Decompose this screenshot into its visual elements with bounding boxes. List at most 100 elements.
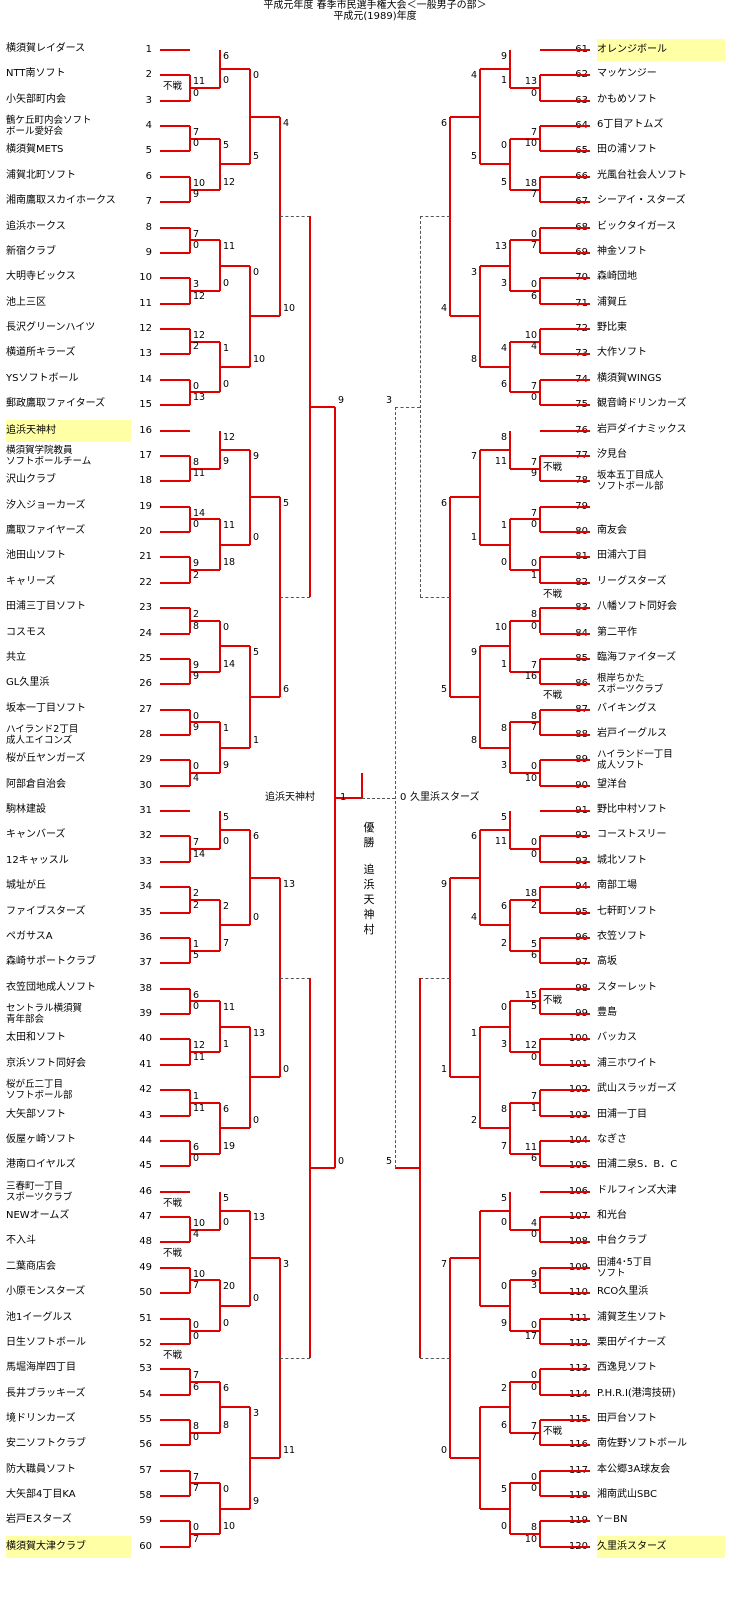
score: 7	[530, 1420, 537, 1432]
score: 1	[223, 342, 230, 354]
bracket-line	[450, 315, 480, 318]
bracket-line	[540, 1089, 590, 1092]
bracket-line	[160, 328, 190, 331]
bracket-line	[510, 290, 540, 292]
score: 11	[193, 1051, 206, 1063]
bracket-line	[540, 353, 590, 356]
score: 17	[524, 1330, 537, 1342]
team-name: 桜が丘ヤンガーズ	[6, 753, 86, 765]
bracket-line	[160, 1216, 190, 1219]
bracket-line	[160, 733, 190, 736]
bracket-line	[420, 216, 450, 218]
team-name: 大矢部4丁目KA	[6, 1489, 76, 1501]
bracket-line	[190, 1533, 220, 1536]
score: 5	[500, 176, 507, 188]
team-name: 野比中村ソフト	[597, 804, 667, 816]
forfeit-mark: 不戦	[543, 994, 563, 1006]
bracket-line	[540, 911, 590, 914]
bracket-line	[160, 49, 190, 51]
team-name: 横須賀学院教員 ソフトボールチーム	[6, 444, 92, 467]
score: 0	[253, 531, 260, 543]
team-name: 長沢グリーンハイツ	[6, 322, 96, 334]
bracket-line	[539, 176, 541, 203]
bracket-line	[540, 1342, 590, 1345]
score: 0	[253, 1292, 260, 1304]
bracket-line	[160, 1190, 190, 1193]
bracket-line	[190, 239, 220, 242]
score: 7	[193, 1471, 200, 1483]
score: 5	[440, 683, 447, 695]
bracket-line	[540, 810, 590, 813]
bracket-line	[160, 353, 190, 356]
score: 2	[193, 569, 200, 581]
bracket-line	[280, 977, 310, 979]
bracket-line	[540, 1190, 590, 1193]
team-name: 安二ソフトクラブ	[6, 1438, 86, 1450]
bracket-line	[510, 239, 540, 242]
bracket-line	[510, 619, 540, 622]
seed-number: 28	[139, 728, 152, 740]
bracket-line	[419, 977, 421, 1359]
seed-number: 60	[139, 1540, 152, 1552]
bracket-line	[190, 188, 220, 191]
score: 20	[223, 1281, 236, 1293]
bracket-line	[160, 1089, 190, 1092]
score: 10	[193, 1268, 206, 1280]
bracket-line	[540, 1139, 590, 1142]
score: 0	[530, 87, 537, 99]
bracket-line	[190, 1431, 220, 1434]
score: 0	[193, 1522, 200, 1534]
bracket-line	[539, 1217, 541, 1243]
bracket-line	[510, 1533, 540, 1536]
bracket-line	[540, 556, 590, 559]
team-name: ハイランド一丁目 成人ソフト	[597, 749, 673, 772]
score: 1	[500, 75, 507, 87]
bracket-line	[539, 506, 541, 533]
score: 3	[253, 1408, 260, 1420]
team-name: 岩戸Eスターズ	[6, 1514, 72, 1526]
team-name: 臨海ファイターズ	[597, 651, 677, 663]
score: 8	[530, 710, 537, 722]
score: 7	[193, 1483, 200, 1495]
score: 4	[470, 912, 477, 924]
score: 0	[530, 279, 537, 291]
bracket-line	[420, 1358, 450, 1360]
bracket-line	[160, 74, 190, 77]
score: 13	[494, 241, 507, 253]
bracket-line	[160, 99, 190, 102]
bracket-line	[450, 115, 480, 118]
bracket-line	[220, 68, 250, 71]
team-name: 池上三区	[6, 296, 46, 308]
team-name: シーアイ・スターズ	[597, 195, 686, 207]
seed-number: 52	[139, 1337, 152, 1349]
bracket-line	[160, 1545, 190, 1548]
team-name: 田浦二泉S．B．C	[597, 1159, 678, 1171]
bracket-line	[220, 163, 250, 166]
bracket-line	[160, 1063, 190, 1066]
team-name: 鶴ケ丘町内会ソフト ボール愛好会	[6, 115, 92, 138]
seed-number: 57	[139, 1464, 152, 1476]
bracket-line	[540, 1469, 590, 1472]
score: 1	[193, 1091, 200, 1103]
score: 11	[223, 520, 236, 532]
team-name: 田浦三丁目ソフト	[6, 601, 86, 613]
bracket-line	[220, 924, 250, 927]
score: 6	[193, 1381, 200, 1393]
bracket-line	[480, 829, 510, 832]
seed-number: 14	[139, 373, 152, 385]
score: 0	[530, 392, 537, 404]
bracket-line	[540, 581, 590, 584]
bracket-line	[540, 632, 590, 635]
score: 3	[193, 279, 200, 291]
team-name: 二葉商店会	[6, 1260, 56, 1272]
bracket-line	[509, 1102, 511, 1154]
bracket-line	[539, 988, 541, 1015]
score: 1	[253, 734, 260, 746]
score: 7	[530, 189, 537, 201]
score: 0	[223, 1318, 230, 1330]
score: 0	[530, 620, 537, 632]
team-name: ドルフィンズ大津	[597, 1184, 677, 1196]
bracket-line	[480, 746, 510, 749]
bracket-line	[540, 302, 590, 305]
seed-number: 51	[139, 1312, 152, 1324]
